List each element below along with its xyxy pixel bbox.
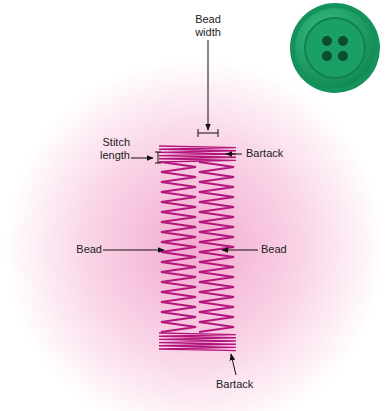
bartack-stitch [159, 333, 236, 351]
dimension-label: Stitch length [86, 136, 130, 162]
pink-background [5, 58, 385, 411]
green-button [290, 3, 380, 93]
bead-stitch [199, 162, 234, 332]
dimension-label: Bead width [186, 13, 230, 39]
buttonhole-stitches [159, 146, 236, 351]
part-label: Bartack [246, 147, 306, 160]
part-label: Bead [68, 243, 102, 256]
leader-lines [103, 40, 258, 375]
bead-stitch [161, 162, 196, 332]
bartack-stitch [159, 146, 236, 162]
part-label: Bartack [216, 378, 276, 391]
part-label: Bead [261, 243, 301, 256]
